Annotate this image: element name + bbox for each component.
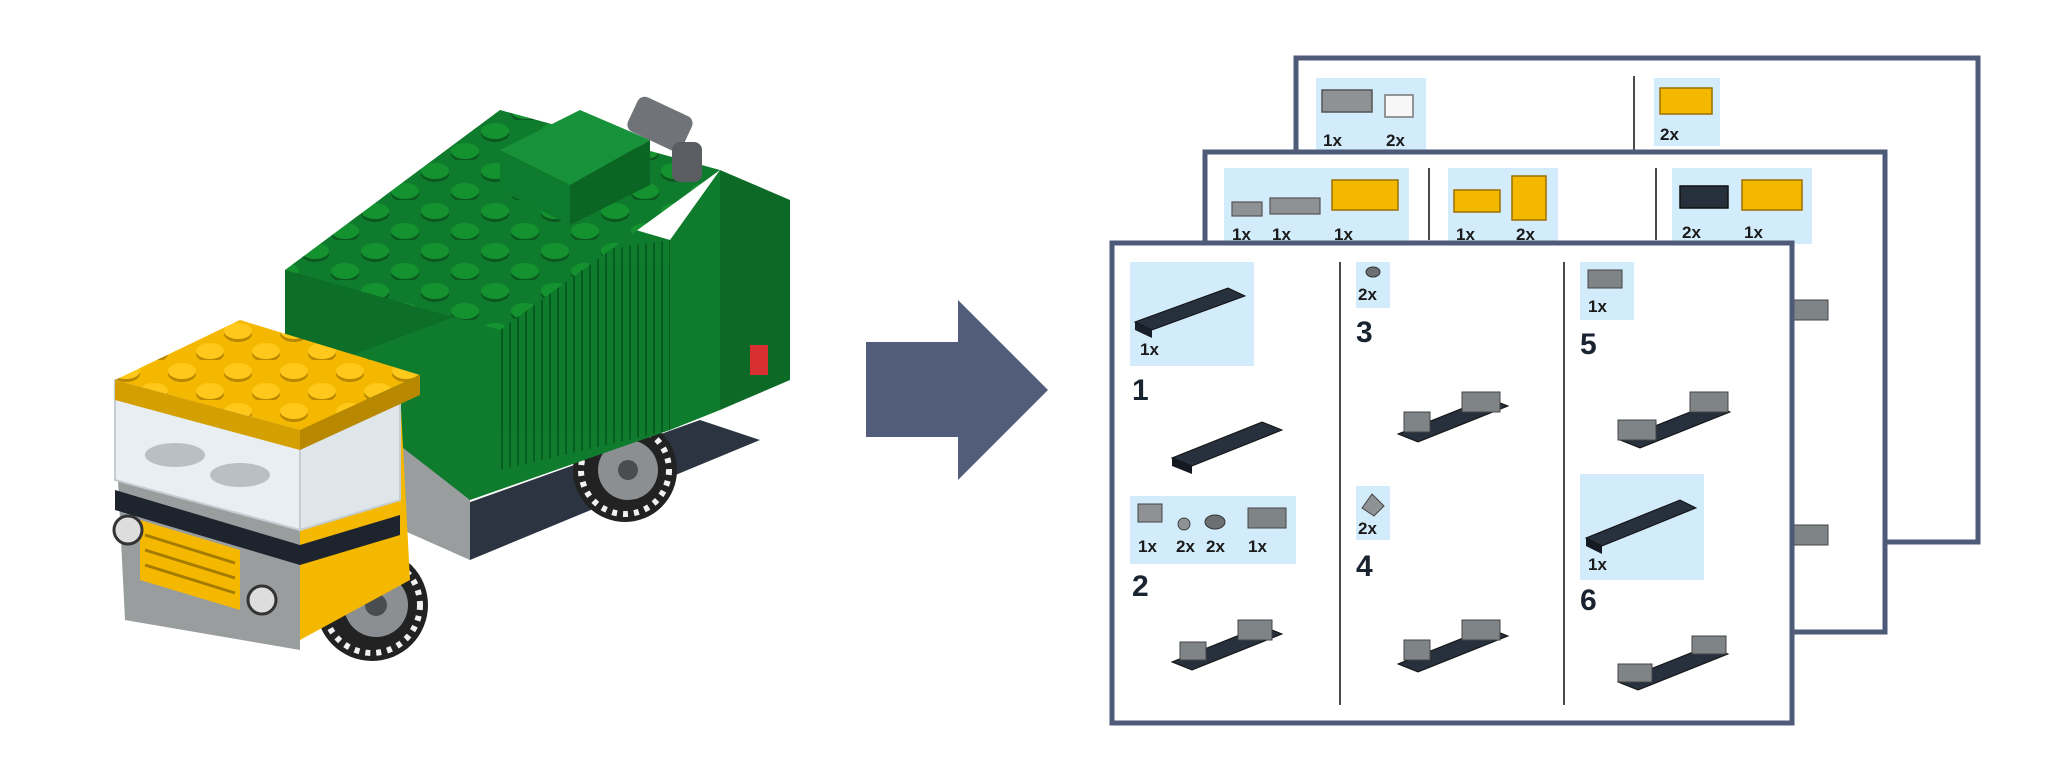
step-number: 2 — [1132, 570, 1149, 603]
part-quantity: 1x — [1140, 340, 1159, 359]
build-step-4: 2x 4 — [1356, 486, 1510, 673]
step-number: 1 — [1132, 374, 1149, 407]
part-quantity: 2x — [1358, 285, 1377, 304]
part-quantity: 1x — [1272, 225, 1291, 244]
build-step-5: 1x 5 — [1580, 262, 1732, 449]
part-quantity: 2x — [1358, 519, 1377, 538]
lego-garbage-truck-model — [112, 96, 790, 661]
part-quantity: 2x — [1206, 537, 1225, 556]
cab-roof — [115, 320, 420, 430]
part-quantity: 1x — [1248, 537, 1267, 556]
step-number: 4 — [1356, 550, 1373, 583]
step-number: 3 — [1356, 316, 1373, 349]
build-step-2: 1x 2x 2x 1x 2 — [1130, 496, 1296, 671]
part-quantity: 1x — [1744, 223, 1763, 242]
part-quantity: 1x — [1138, 537, 1157, 556]
step-number: 6 — [1580, 584, 1597, 617]
right-arrow-icon — [866, 300, 1048, 480]
part-quantity: 2x — [1516, 225, 1535, 244]
part-quantity: 1x — [1334, 225, 1353, 244]
part-quantity: 2x — [1660, 125, 1679, 144]
part-quantity: 2x — [1682, 223, 1701, 242]
part-quantity: 1x — [1232, 225, 1251, 244]
instruction-page-front: 1x 1 1x 2x 2x 1x 2 2x 3 — [1109, 240, 1795, 726]
build-step-6: 1x 6 — [1580, 474, 1730, 691]
build-step-3: 2x 3 — [1356, 262, 1510, 443]
part-quantity: 1x — [1323, 131, 1342, 150]
step-number: 5 — [1580, 328, 1597, 361]
part-quantity: 1x — [1588, 297, 1607, 316]
part-quantity: 2x — [1176, 537, 1195, 556]
part-quantity: 1x — [1588, 555, 1607, 574]
rear-wheel — [573, 418, 677, 522]
part-quantity: 1x — [1456, 225, 1475, 244]
part-quantity: 2x — [1386, 131, 1405, 150]
build-step-1: 1x 1 — [1130, 262, 1284, 474]
